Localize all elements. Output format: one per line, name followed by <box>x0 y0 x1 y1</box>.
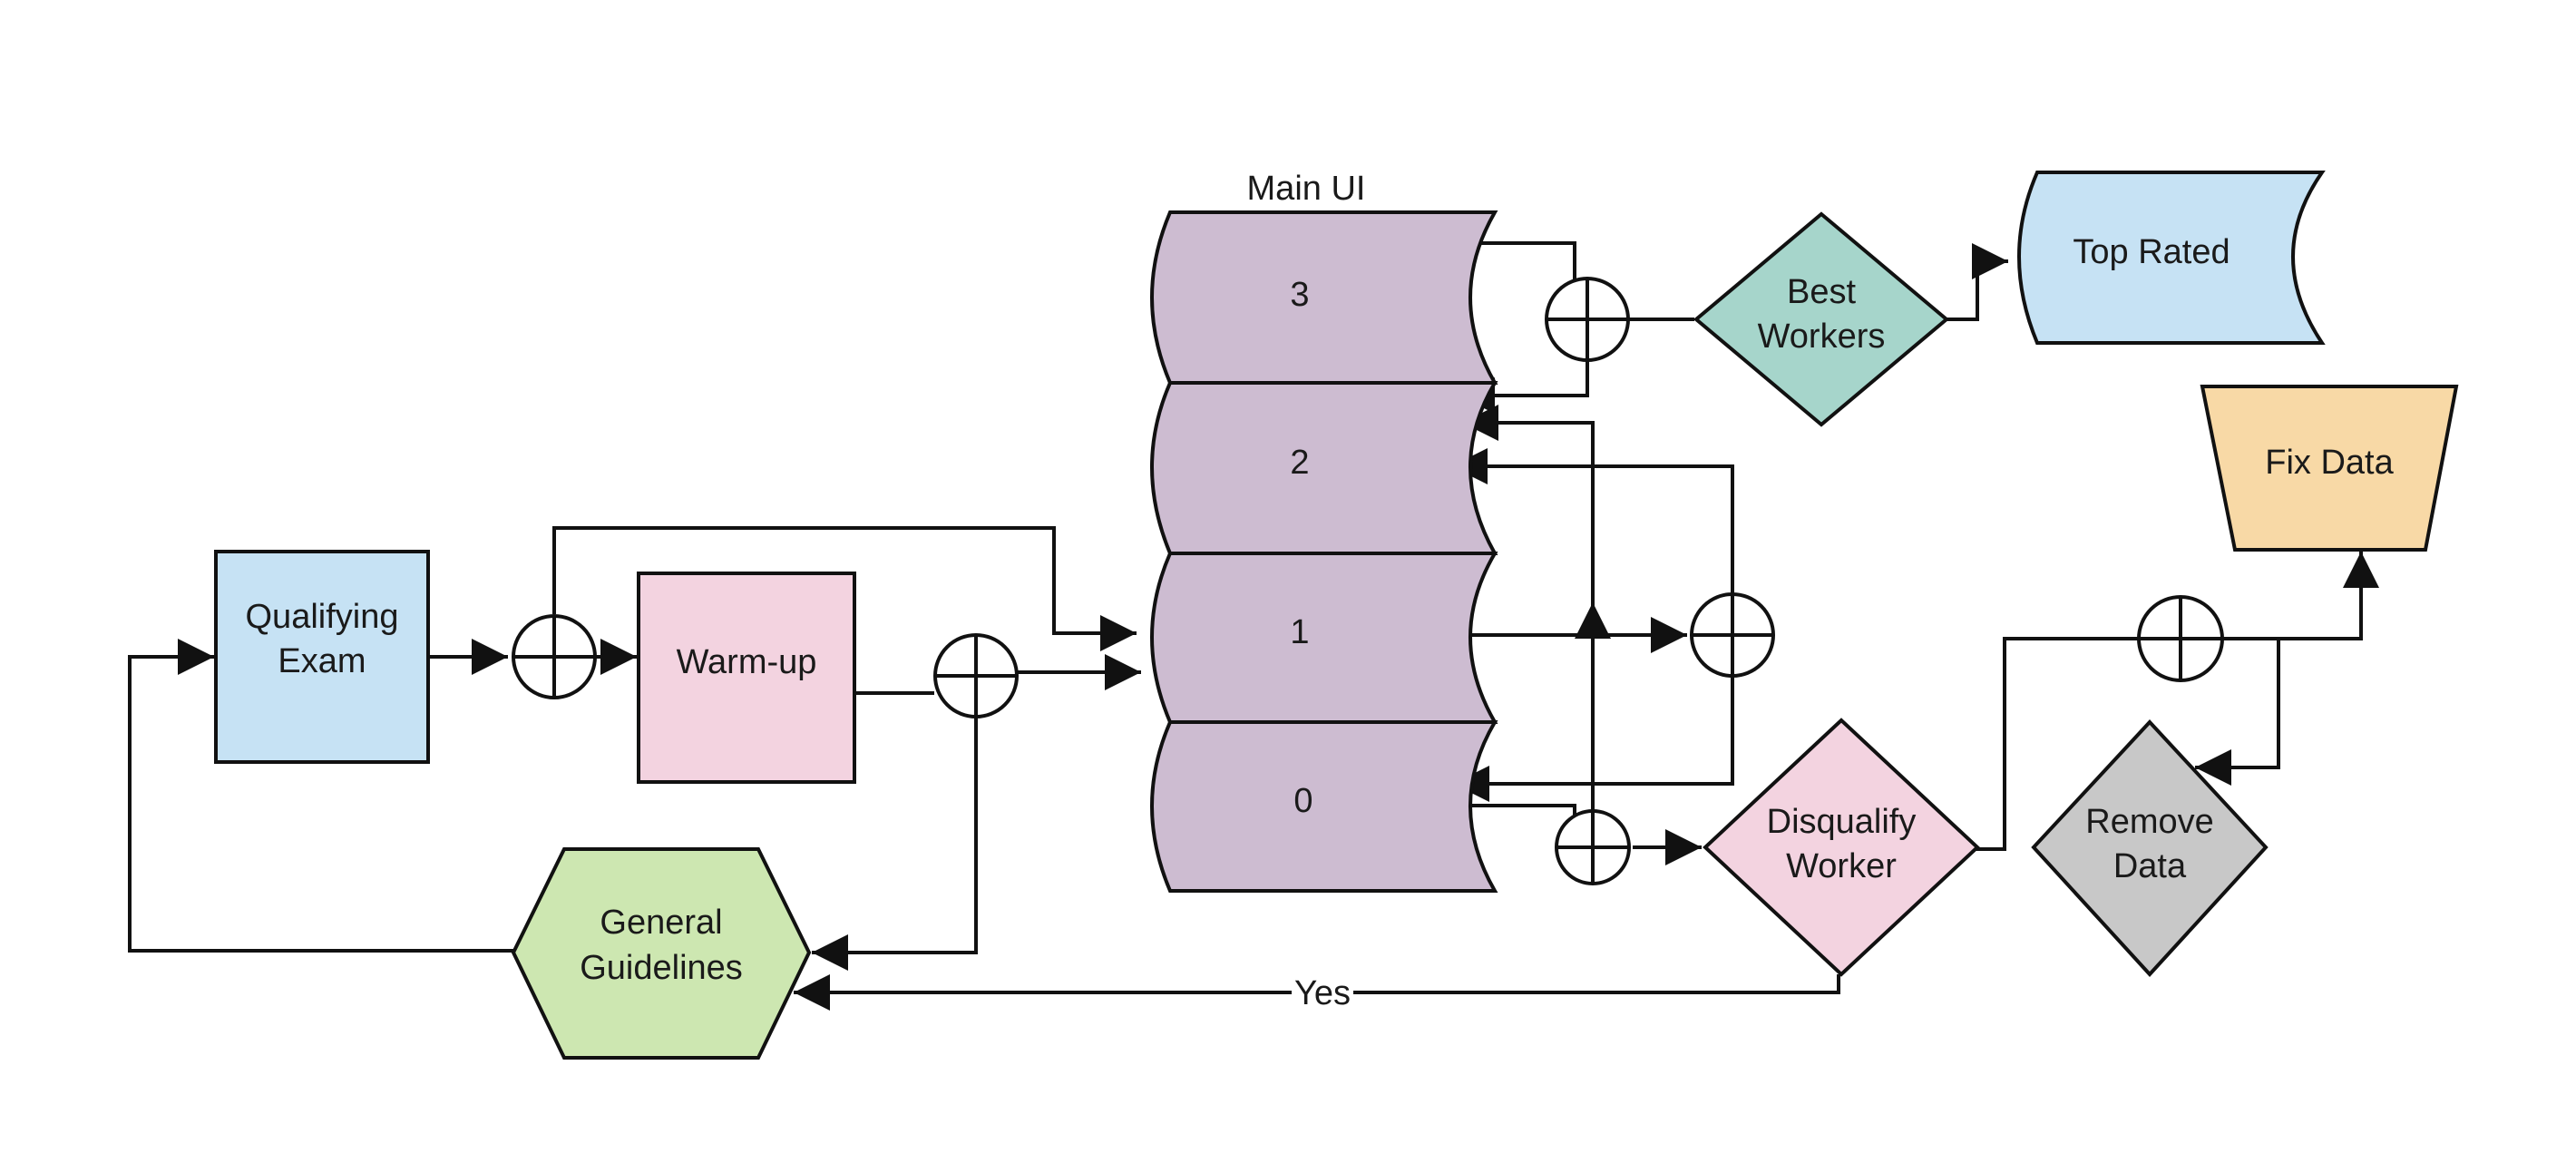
edge-junction-d-to-level-2 <box>1451 448 1734 595</box>
top-rated-label: Top Rated <box>2073 233 2230 271</box>
node-remove-data: Remove Data <box>2031 719 2269 977</box>
edge-level-3-to-junction-c <box>1453 241 1576 279</box>
node-fix-data: Fix Data <box>2200 385 2459 552</box>
warmup-label: Warm-up <box>677 643 817 681</box>
general-guidelines-label-line1: General <box>600 904 722 942</box>
general-guidelines-label-line2: Guidelines <box>580 949 743 987</box>
edges <box>128 241 2379 992</box>
node-top-rated: Top Rated <box>2017 171 2326 345</box>
remove-data-label-line1: Remove <box>2085 803 2214 841</box>
node-best-workers: Best Workers <box>1693 211 1950 427</box>
junction-e <box>1555 809 1631 885</box>
edge-junction-f-to-remove-data <box>2195 639 2280 786</box>
edge-junction-b-to-guidelines <box>812 717 978 971</box>
node-warmup: Warm-up <box>637 572 856 784</box>
best-workers-label-line2: Workers <box>1758 318 1886 356</box>
level-0-label: 0 <box>1293 782 1312 820</box>
node-level-1: 1 <box>1150 552 1498 724</box>
qualifying-exam-label-line1: Qualifying <box>246 598 399 636</box>
level-2-label: 2 <box>1290 444 1309 482</box>
edge-junction-c-to-level-2 <box>1459 358 1589 414</box>
remove-data-label-line2: Data <box>2113 847 2187 885</box>
edge-guidelines-to-exam <box>128 639 513 953</box>
junction-d <box>1690 592 1775 678</box>
qualifying-exam-label-line2: Exam <box>278 642 366 680</box>
node-disqualify-worker: Disqualify Worker <box>1703 718 1980 977</box>
level-1-label: 1 <box>1290 613 1309 651</box>
edge-label-yes: Yes <box>1294 974 1351 1012</box>
junction-c <box>1545 277 1630 362</box>
disqualify-worker-label-line2: Worker <box>1786 847 1897 885</box>
edge-junction-f-to-fix-data <box>2222 552 2379 640</box>
fix-data-label: Fix Data <box>2265 444 2394 482</box>
junction-b <box>933 633 1019 718</box>
junction-a <box>512 614 597 699</box>
edge-disqualify-to-junction-f <box>1976 637 2139 851</box>
junction-f <box>2137 595 2224 682</box>
node-level-2: 2 <box>1150 381 1498 555</box>
edge-disqualify-to-guidelines <box>794 974 1840 992</box>
edge-best-workers-to-top-rated <box>1947 243 2008 321</box>
edge-junction-a-to-level-1 <box>552 526 1137 651</box>
main-ui-title: Main UI <box>1247 170 1366 208</box>
node-qualifying-exam: Qualifying Exam <box>214 550 430 764</box>
level-3-label: 3 <box>1290 276 1309 314</box>
best-workers-label-line1: Best <box>1787 273 1856 311</box>
node-general-guidelines: General Guidelines <box>511 847 812 1060</box>
edge-junction-d-to-level-0 <box>1453 677 1734 802</box>
node-level-3: 3 <box>1150 210 1498 385</box>
node-level-0: 0 <box>1150 720 1498 893</box>
disqualify-worker-label-line1: Disqualify <box>1767 803 1917 841</box>
